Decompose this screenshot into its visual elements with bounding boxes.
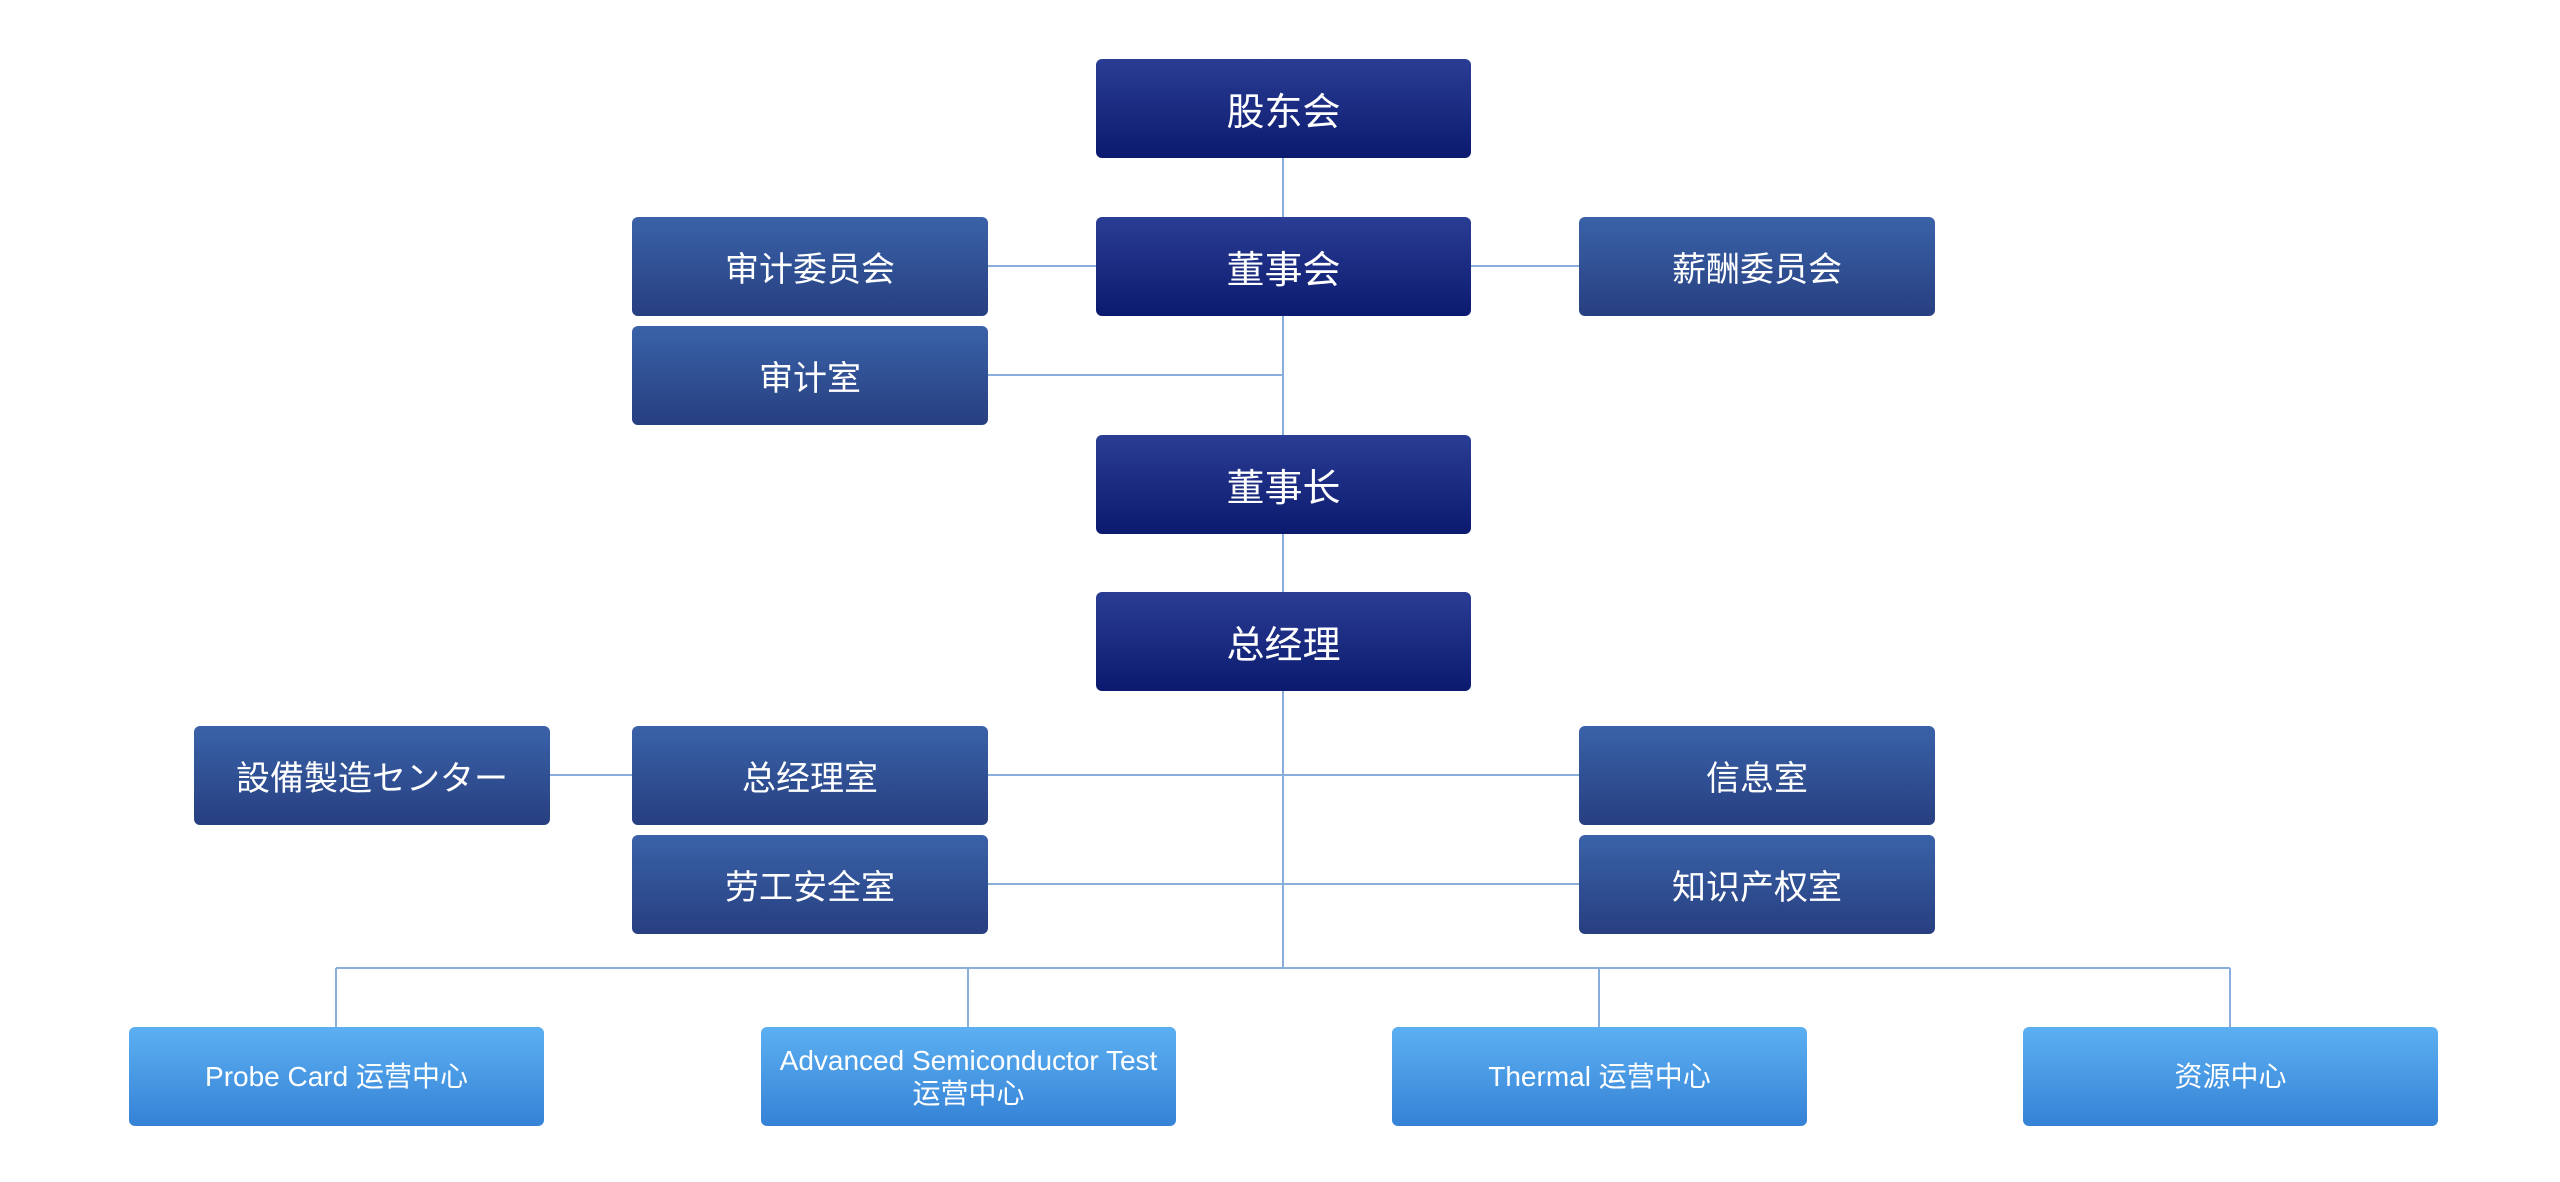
node-thermal-center-label: Thermal 运营中心	[1488, 1061, 1711, 1092]
node-resource-center-label: 资源中心	[2174, 1061, 2287, 1092]
node-compensation-committee: 薪酬委员会	[1579, 217, 1935, 316]
node-board: 董事会	[1096, 217, 1471, 316]
node-shareholders: 股东会	[1096, 59, 1471, 158]
node-ip-office-label: 知识产权室	[1672, 868, 1842, 908]
node-labor-safety-office: 劳工安全室	[632, 835, 988, 934]
node-ast-center: Advanced Semiconductor Test 运营中心	[761, 1027, 1176, 1126]
node-general-manager-label: 总经理	[1226, 623, 1341, 667]
node-gm-office: 总经理室	[632, 726, 988, 825]
node-gm-office-label: 总经理室	[742, 759, 878, 799]
node-labor-safety-office-label: 劳工安全室	[725, 868, 895, 908]
node-audit-committee-label: 审计委员会	[725, 250, 895, 290]
node-info-office-label: 信息室	[1706, 759, 1808, 799]
node-shareholders-label: 股东会	[1226, 90, 1341, 134]
node-compensation-committee-label: 薪酬委员会	[1672, 250, 1842, 290]
node-info-office: 信息室	[1579, 726, 1935, 825]
node-audit-office: 审计室	[632, 326, 988, 425]
node-ast-center-label: Advanced Semiconductor Test 运营中心	[779, 1044, 1158, 1109]
node-chairman: 董事长	[1096, 435, 1471, 534]
node-ip-office: 知识产权室	[1579, 835, 1935, 934]
node-probe-card-center: Probe Card 运营中心	[129, 1027, 544, 1126]
node-general-manager: 总经理	[1096, 592, 1471, 691]
node-equipment-center-label: 設備製造センター	[236, 759, 508, 799]
node-chairman-label: 董事长	[1226, 466, 1341, 510]
node-resource-center: 资源中心	[2023, 1027, 2438, 1126]
node-audit-office-label: 审计室	[759, 359, 861, 399]
node-equipment-center: 設備製造センター	[194, 726, 550, 825]
node-audit-committee: 审计委员会	[632, 217, 988, 316]
node-board-label: 董事会	[1226, 248, 1341, 292]
node-thermal-center: Thermal 运营中心	[1392, 1027, 1807, 1126]
node-probe-card-center-label: Probe Card 运营中心	[205, 1061, 468, 1092]
